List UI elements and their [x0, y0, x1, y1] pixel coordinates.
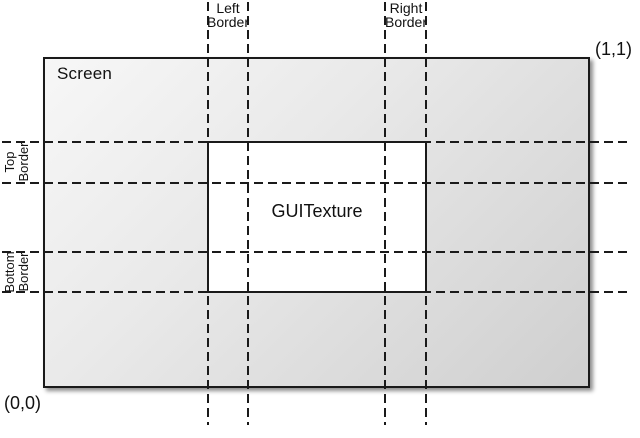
- origin-coordinate-label: (0,0): [4, 393, 42, 413]
- bottom-border-label-line2: Border: [16, 252, 31, 292]
- right-border-label: Right Border: [385, 1, 427, 29]
- bottom-border-label: Bottom Border: [2, 251, 31, 293]
- top-border-label-line2: Border: [16, 142, 31, 182]
- right-border-label-line2: Border: [384, 14, 428, 30]
- left-border-label-line2: Border: [206, 14, 250, 30]
- bottom-border-label-line1: Bottom: [2, 251, 17, 293]
- bottom-border-edge-line: [2, 291, 632, 293]
- bottom-border-inset-line: [2, 251, 632, 253]
- right-border-inset-line: [384, 2, 386, 425]
- left-border-inset-line: [247, 2, 249, 425]
- top-border-label-line1: Top: [2, 151, 17, 173]
- left-border-label-line1: Left: [216, 0, 240, 16]
- top-right-coordinate-label: (1,1): [595, 39, 633, 59]
- top-border-edge-line: [2, 141, 632, 143]
- right-border-edge-line: [425, 2, 427, 425]
- right-border-label-line1: Right: [389, 0, 423, 16]
- guitexture-label: GUITexture: [271, 200, 363, 221]
- guitexture-rect: GUITexture: [207, 141, 427, 293]
- left-border-edge-line: [207, 2, 209, 425]
- top-border-inset-line: [2, 182, 632, 184]
- screen-label: Screen: [57, 64, 113, 83]
- left-border-label: Left Border: [207, 1, 249, 29]
- top-border-label: Top Border: [2, 142, 31, 182]
